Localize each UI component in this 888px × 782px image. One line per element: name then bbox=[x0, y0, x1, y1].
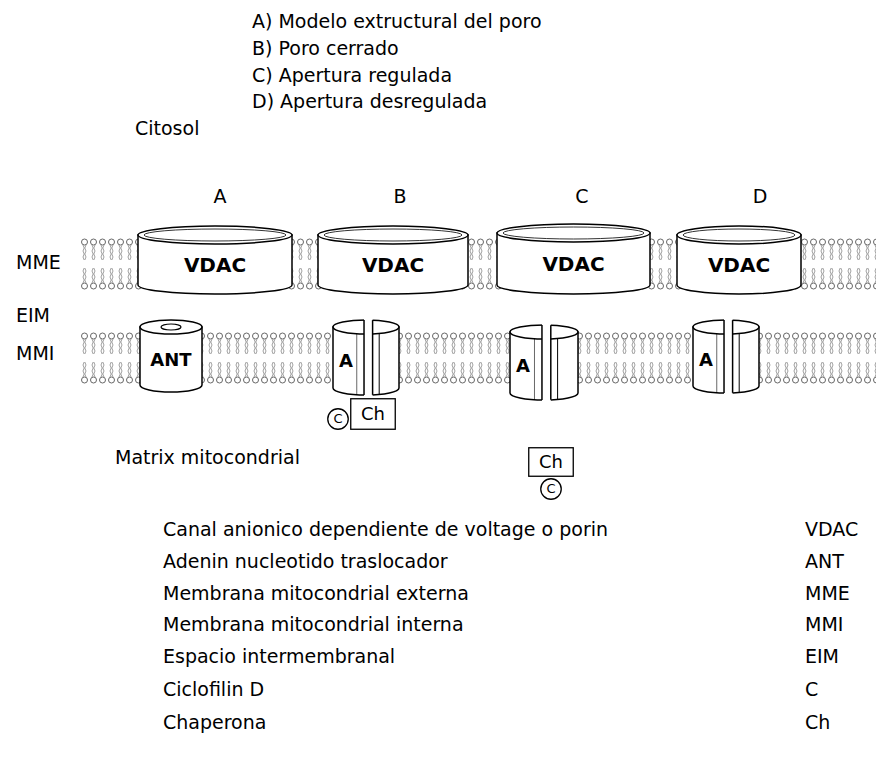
ant-split-pore: A bbox=[693, 320, 759, 393]
region-label: Matrix mitocondrial bbox=[115, 446, 300, 468]
node-label: Ch bbox=[539, 452, 563, 472]
legend-item: B) Poro cerrado bbox=[252, 37, 399, 59]
legend-item: C) Apertura regulada bbox=[252, 64, 452, 86]
vdac-cylinder: VDAC bbox=[497, 224, 650, 294]
cyclophilin-circle: C bbox=[327, 408, 349, 430]
column-letter: C bbox=[575, 185, 588, 207]
table-cell: Canal anionico dependiente de voltage o … bbox=[163, 518, 608, 540]
table-cell: MMI bbox=[805, 613, 843, 635]
table-cell: EIM bbox=[805, 645, 839, 667]
ant-split-pore: A bbox=[333, 320, 399, 395]
node-label: C bbox=[333, 412, 342, 426]
vdac-cylinder: VDAC bbox=[677, 226, 801, 294]
node-label: Ch bbox=[361, 404, 385, 424]
table-cell: Adenin nucleotido traslocador bbox=[163, 550, 448, 572]
node-label: VDAC bbox=[542, 253, 604, 275]
table-cell: Membrana mitocondrial externa bbox=[163, 582, 469, 604]
node-label: A bbox=[339, 351, 353, 371]
cyclophilin-circle: C bbox=[540, 478, 562, 500]
column-letter: D bbox=[753, 185, 768, 207]
node-label: ANT bbox=[150, 350, 191, 370]
membrane-label: MME bbox=[16, 251, 61, 273]
ant-split-pore: A bbox=[510, 325, 578, 400]
membrane-label: EIM bbox=[16, 304, 50, 326]
region-label: Citosol bbox=[135, 117, 199, 139]
vdac-cylinder: VDAC bbox=[138, 226, 292, 294]
column-letter: B bbox=[393, 185, 406, 207]
table-cell: VDAC bbox=[805, 518, 858, 540]
table-cell: Chaperona bbox=[163, 711, 266, 733]
table-cell: Ciclofilin D bbox=[163, 678, 264, 700]
table-cell: MME bbox=[805, 582, 850, 604]
membrane-label: MMI bbox=[16, 342, 54, 364]
node-label: VDAC bbox=[184, 254, 246, 276]
ant-cylinder: ANT bbox=[140, 320, 202, 392]
table-cell: Membrana mitocondrial interna bbox=[163, 613, 464, 635]
table-cell: Ch bbox=[805, 711, 830, 733]
legend-item: D) Apertura desregulada bbox=[252, 90, 487, 112]
chaperone-box: Ch bbox=[528, 447, 574, 477]
table-cell: C bbox=[805, 678, 818, 700]
node-label: VDAC bbox=[708, 254, 770, 276]
table-cell: ANT bbox=[805, 550, 844, 572]
vdac-cylinder: VDAC bbox=[318, 226, 468, 294]
node-label: A bbox=[516, 356, 530, 376]
chaperone-box: Ch bbox=[350, 398, 396, 430]
legend-item: A) Modelo extructural del poro bbox=[252, 10, 542, 32]
node-label: VDAC bbox=[362, 254, 424, 276]
table-cell: Espacio intermembranal bbox=[163, 645, 395, 667]
node-label: A bbox=[699, 350, 713, 370]
node-label: C bbox=[546, 482, 555, 496]
column-letter: A bbox=[214, 185, 227, 207]
